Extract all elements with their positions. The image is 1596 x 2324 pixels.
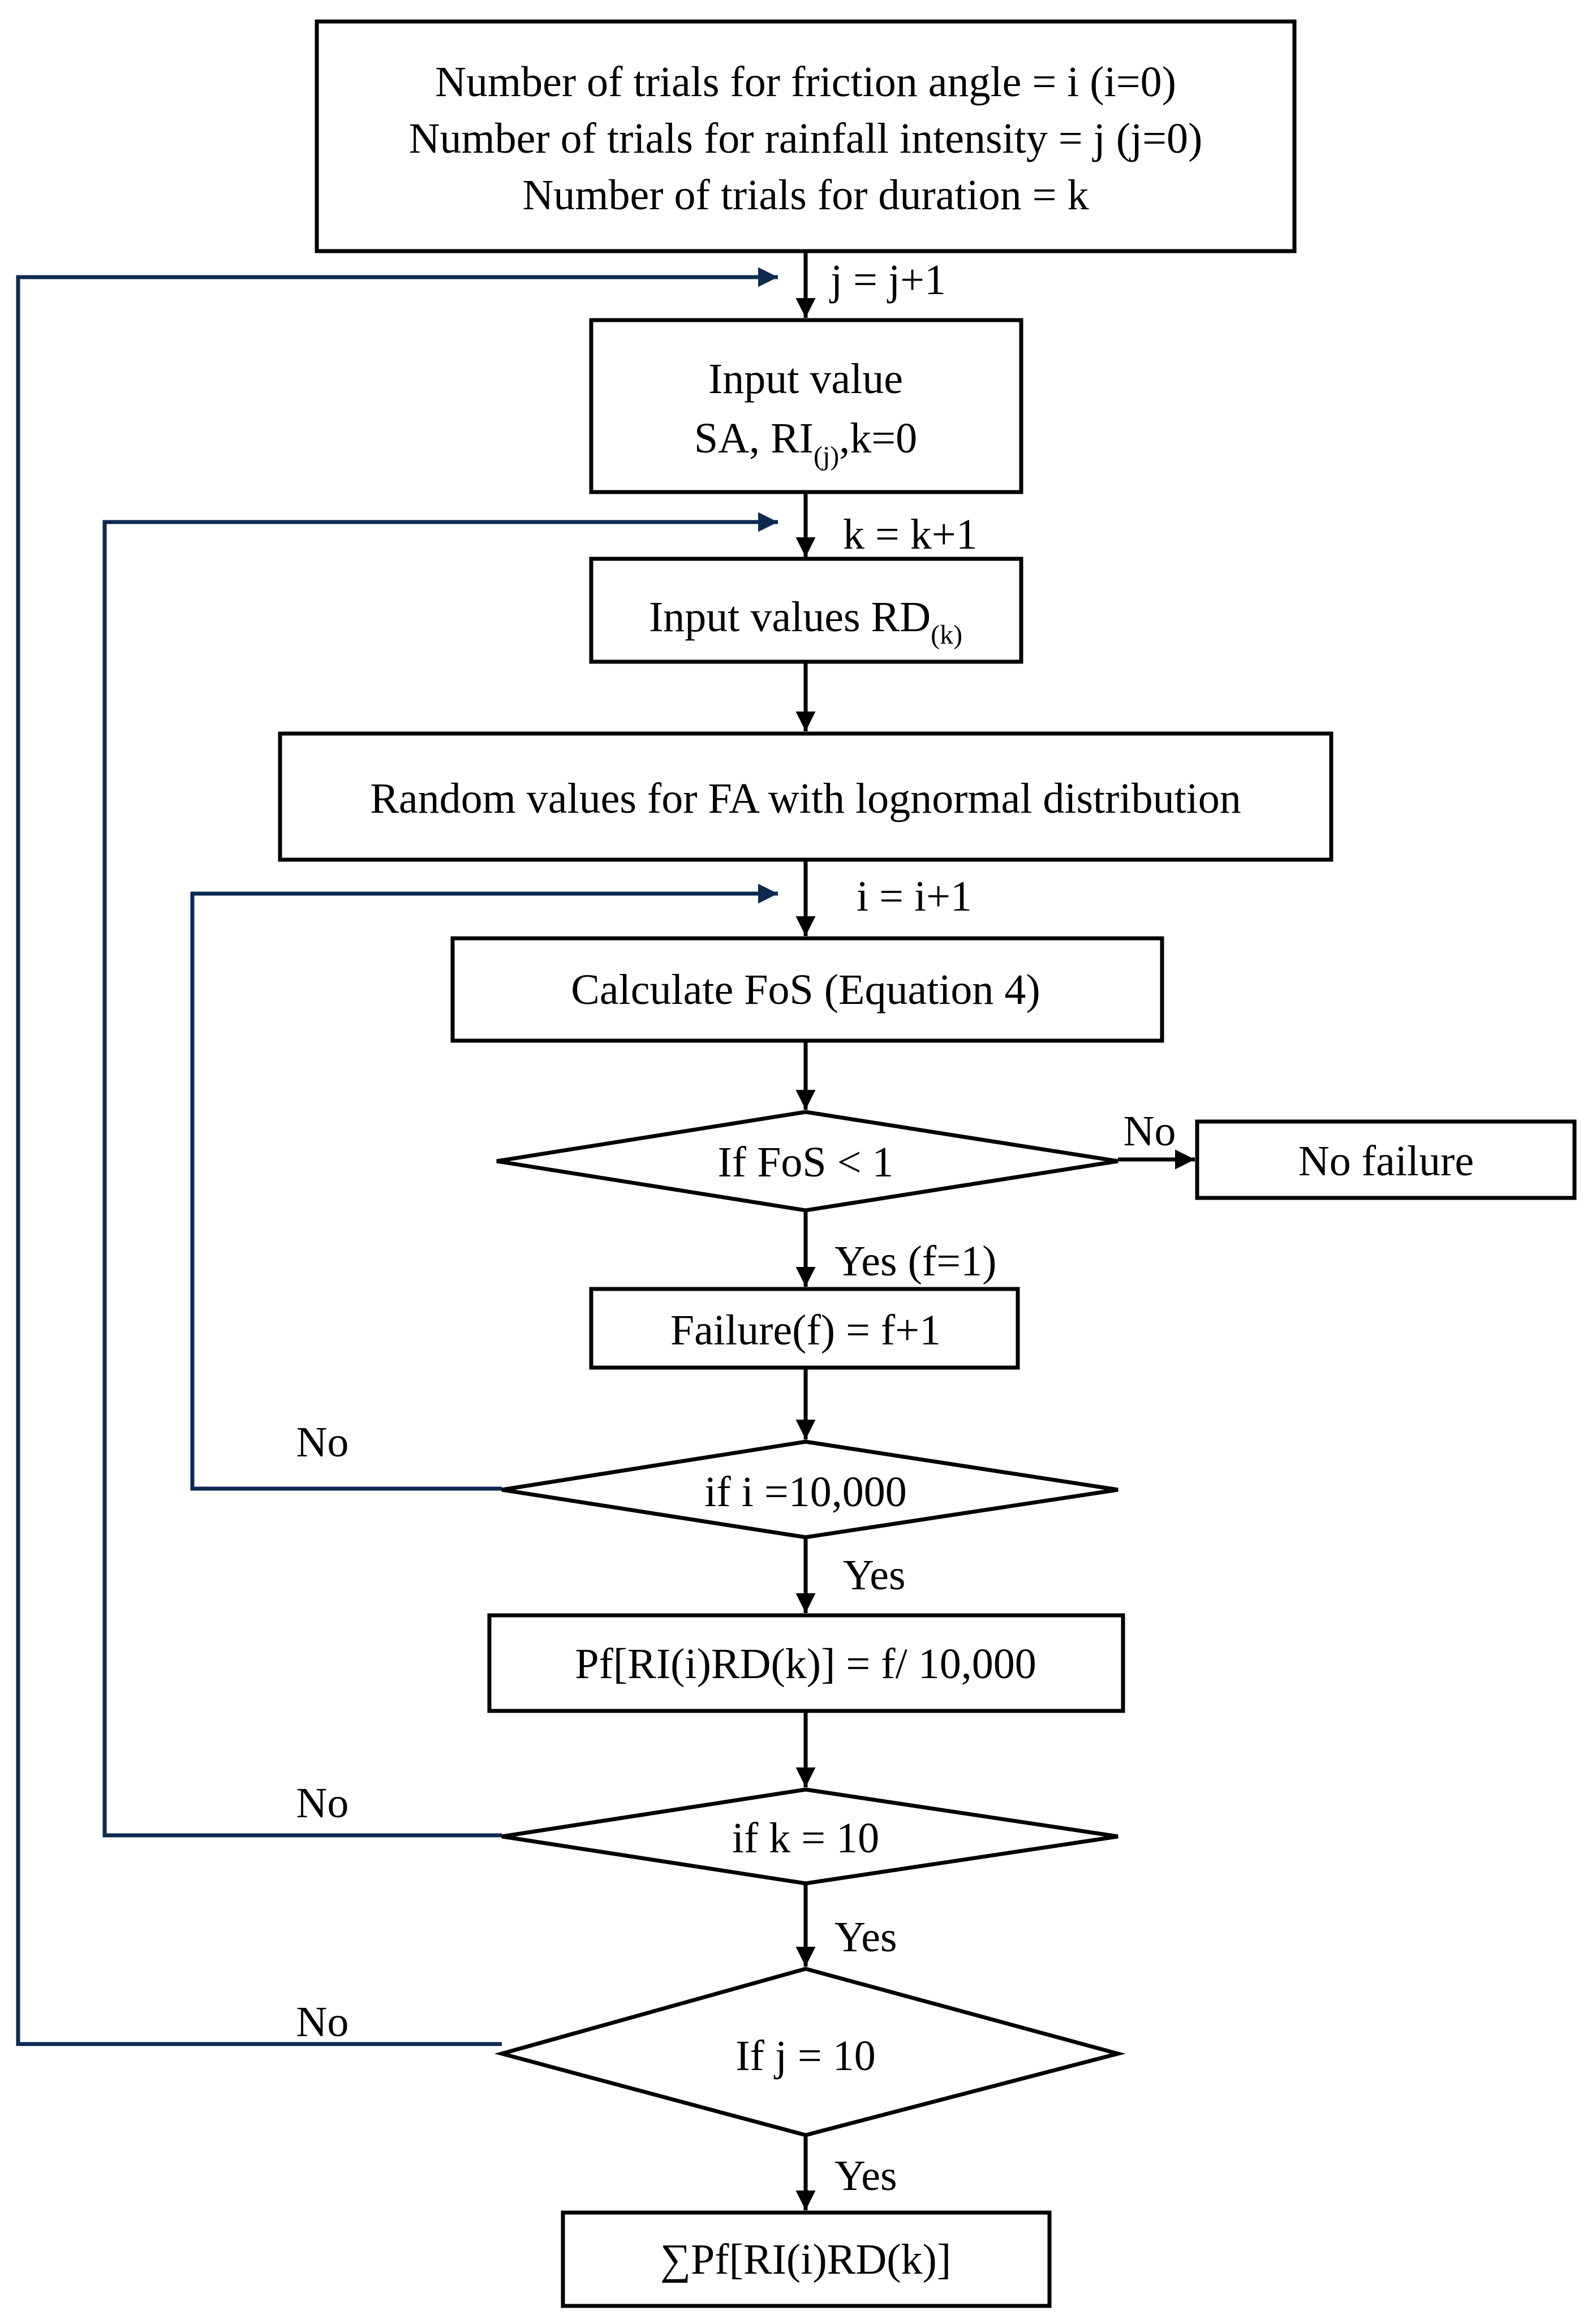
decision-i-text: if i =10,000 — [704, 1468, 906, 1516]
input-value-prefix: SA, RI — [694, 415, 814, 462]
sum-pf-text: ∑Pf[RI(i)RD(k)] — [660, 2236, 951, 2283]
decision-fos-diamond — [496, 1110, 1119, 1213]
decision-k-text: if k = 10 — [732, 1814, 879, 1862]
input-value-subscript: (j) — [814, 441, 839, 471]
random-fa-text: Random values for FA with lognormal dist… — [370, 775, 1241, 822]
decision-i-diamond — [501, 1439, 1119, 1540]
pf-calc-box — [487, 1613, 1125, 1713]
decision-fos-text: If FoS < 1 — [717, 1139, 893, 1186]
input-value-suffix: ,k=0 — [839, 415, 917, 462]
decision-j-diamond — [494, 1967, 1126, 2137]
label-k-increment: k = k+1 — [843, 511, 978, 558]
start-box — [315, 19, 1297, 253]
start-line-3: Number of trials for duration = k — [522, 171, 1089, 219]
label-yes-k: Yes — [834, 1913, 897, 1961]
decision-j-text: If j = 10 — [735, 2032, 876, 2080]
label-no-i: No — [296, 1418, 349, 1466]
loop-i-connector — [190, 883, 778, 1491]
loop-j-connector — [16, 267, 778, 2046]
label-j-increment: j = j+1 — [829, 256, 946, 304]
input-rd-prefix: Input values RD — [649, 593, 931, 641]
sum-pf-box — [561, 2210, 1052, 2308]
label-yes-fos: Yes (f=1) — [834, 1238, 996, 1285]
input-value-line-2: SA, RI(j),k=0 — [694, 415, 917, 471]
input-rd-subscript: (k) — [931, 620, 962, 650]
loop-k-connector — [102, 512, 778, 1838]
random-fa-box — [278, 731, 1333, 862]
no-failure-box — [1195, 1119, 1577, 1200]
decision-k-diamond — [501, 1787, 1119, 1886]
failure-box — [589, 1287, 1020, 1370]
no-failure-text: No failure — [1298, 1137, 1474, 1185]
start-line-1: Number of trials for friction angle = i … — [435, 58, 1176, 106]
label-no-j: No — [296, 1998, 349, 2046]
label-i-increment: i = i+1 — [857, 873, 972, 920]
start-line-2: Number of trials for rainfall intensity … — [409, 115, 1203, 162]
label-yes-i: Yes — [843, 1551, 906, 1599]
label-no-k: No — [296, 1779, 349, 1827]
label-yes-j: Yes — [834, 2152, 897, 2200]
input-value-line-1: Input value — [708, 355, 903, 403]
calc-fos-text: Calculate FoS (Equation 4) — [571, 966, 1040, 1014]
input-rd-box — [589, 557, 1023, 664]
input-value-box — [589, 318, 1023, 494]
label-no-fos: No — [1124, 1107, 1176, 1155]
pf-calc-text: Pf[RI(i)RD(k)] = f/ 10,000 — [575, 1640, 1036, 1688]
input-rd-text: Input values RD(k) — [649, 593, 962, 650]
failure-text: Failure(f) = f+1 — [670, 1307, 941, 1354]
calc-fos-box — [450, 936, 1164, 1043]
